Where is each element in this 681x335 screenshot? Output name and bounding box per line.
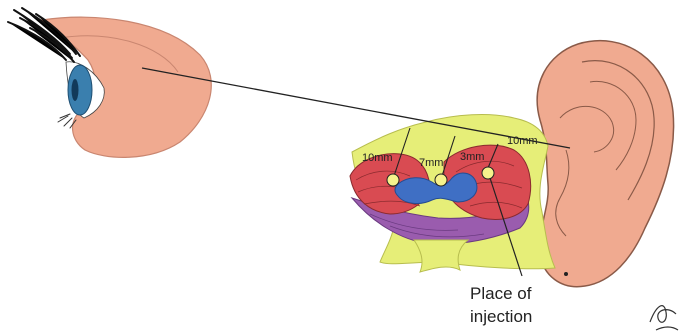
signature-icon <box>650 306 678 330</box>
label-7mm: 7mm <box>419 157 443 169</box>
label-10mm-left: 10mm <box>362 152 393 164</box>
point-3mm <box>482 167 494 179</box>
point-10mm <box>387 174 399 186</box>
ear-icon <box>537 41 673 287</box>
label-10mm-right: 10mm <box>507 135 538 147</box>
point-7mm <box>435 174 447 186</box>
eye-icon <box>8 8 211 157</box>
injection-label-line2: injection <box>470 307 532 326</box>
label-3mm: 3mm <box>460 151 484 163</box>
injection-label-line1: Place of <box>470 284 532 303</box>
